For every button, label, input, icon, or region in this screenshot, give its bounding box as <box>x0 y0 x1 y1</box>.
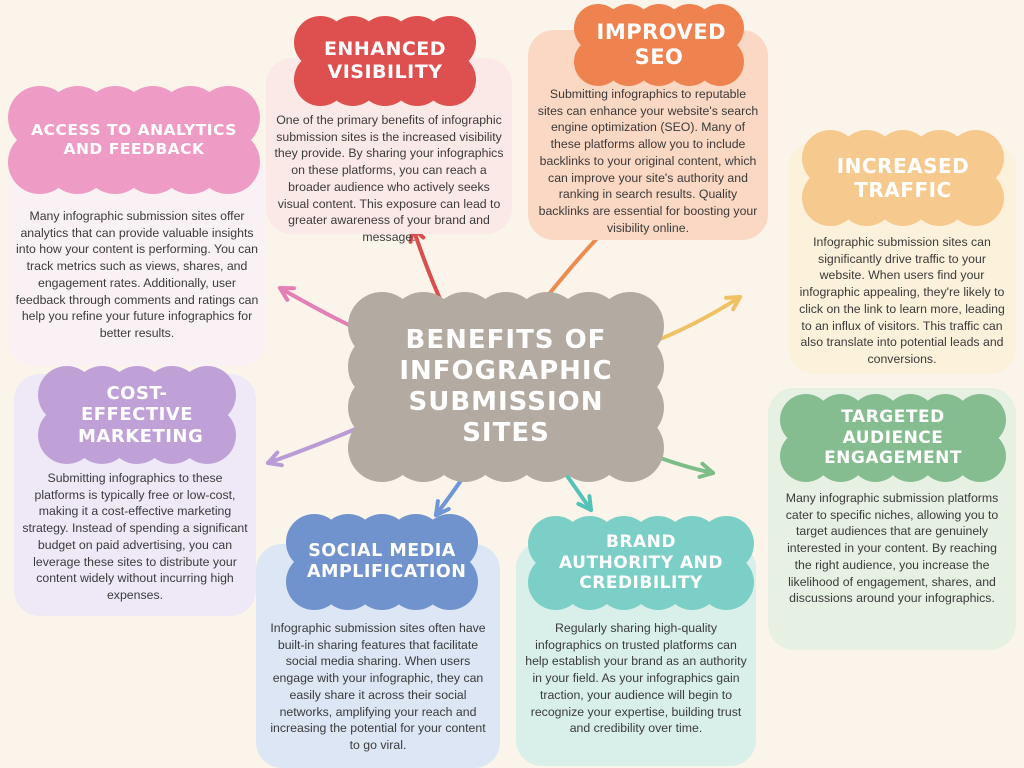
node-cost-effective-marketing: COST-EFFECTIVE MARKETING Submitting info… <box>14 366 256 618</box>
targeted-title: TARGETED AUDIENCE ENGAGEMENT <box>824 407 962 469</box>
social-title-cloud: SOCIAL MEDIA AMPLIFICATION <box>286 514 478 610</box>
node-brand-authority-and-credibility: BRAND AUTHORITY AND CREDIBILITY Regularl… <box>516 516 756 768</box>
analytics-title-cloud: ACCESS TO ANALYTICS AND FEEDBACK <box>8 86 260 194</box>
node-increased-traffic: INCREASED TRAFFIC Infographic submission… <box>788 130 1016 374</box>
brand-title-cloud: BRAND AUTHORITY AND CREDIBILITY <box>528 516 754 610</box>
analytics-body-text: Many infographic submission sites offer … <box>15 209 259 341</box>
enhanced-title-cloud: ENHANCED VISIBILITY <box>294 16 476 106</box>
traffic-body-text: Infographic submission sites can signifi… <box>799 235 1005 367</box>
cost-title-cloud: COST-EFFECTIVE MARKETING <box>38 366 236 464</box>
traffic-title: INCREASED TRAFFIC <box>836 154 970 202</box>
targeted-body-text: Many infographic submission platforms ca… <box>785 491 999 606</box>
targeted-title-cloud: TARGETED AUDIENCE ENGAGEMENT <box>780 394 1006 482</box>
social-body-text: Infographic submission sites often have … <box>270 621 486 753</box>
cost-title: COST-EFFECTIVE MARKETING <box>78 382 204 447</box>
node-access-to-analytics-and-feedback: ACCESS TO ANALYTICS AND FEEDBACK Many in… <box>8 86 270 386</box>
seo-title-cloud: IMPROVED SEO <box>574 4 744 86</box>
brand-title: BRAND AUTHORITY AND CREDIBILITY <box>559 532 723 594</box>
seo-body-text: Submitting infographics to reputable sit… <box>537 87 759 235</box>
node-improved-seo: IMPROVED SEO Submitting infographics to … <box>528 4 768 240</box>
traffic-title-cloud: INCREASED TRAFFIC <box>802 130 1004 226</box>
enhanced-body-text: One of the primary benefits of infograph… <box>274 113 504 245</box>
seo-title: IMPROVED SEO <box>596 19 727 69</box>
brand-body-text: Regularly sharing high-quality infograph… <box>525 621 747 736</box>
node-enhanced-visibility: ENHANCED VISIBILITY One of the primary b… <box>266 16 512 244</box>
center-benefits-cloud: BENEFITS OF INFOGRAPHIC SUBMISSION SITES <box>348 292 664 482</box>
social-title: SOCIAL MEDIA AMPLIFICATION <box>307 541 467 582</box>
node-targeted-audience-engagement: TARGETED AUDIENCE ENGAGEMENT Many infogr… <box>768 388 1016 650</box>
center-title: BENEFITS OF INFOGRAPHIC SUBMISSION SITES <box>399 324 613 449</box>
analytics-title: ACCESS TO ANALYTICS AND FEEDBACK <box>31 121 237 158</box>
cost-body-text: Submitting infographics to these platfor… <box>22 471 248 603</box>
enhanced-title: ENHANCED VISIBILITY <box>323 38 447 83</box>
node-social-media-amplification: SOCIAL MEDIA AMPLIFICATION Infographic s… <box>256 514 500 768</box>
